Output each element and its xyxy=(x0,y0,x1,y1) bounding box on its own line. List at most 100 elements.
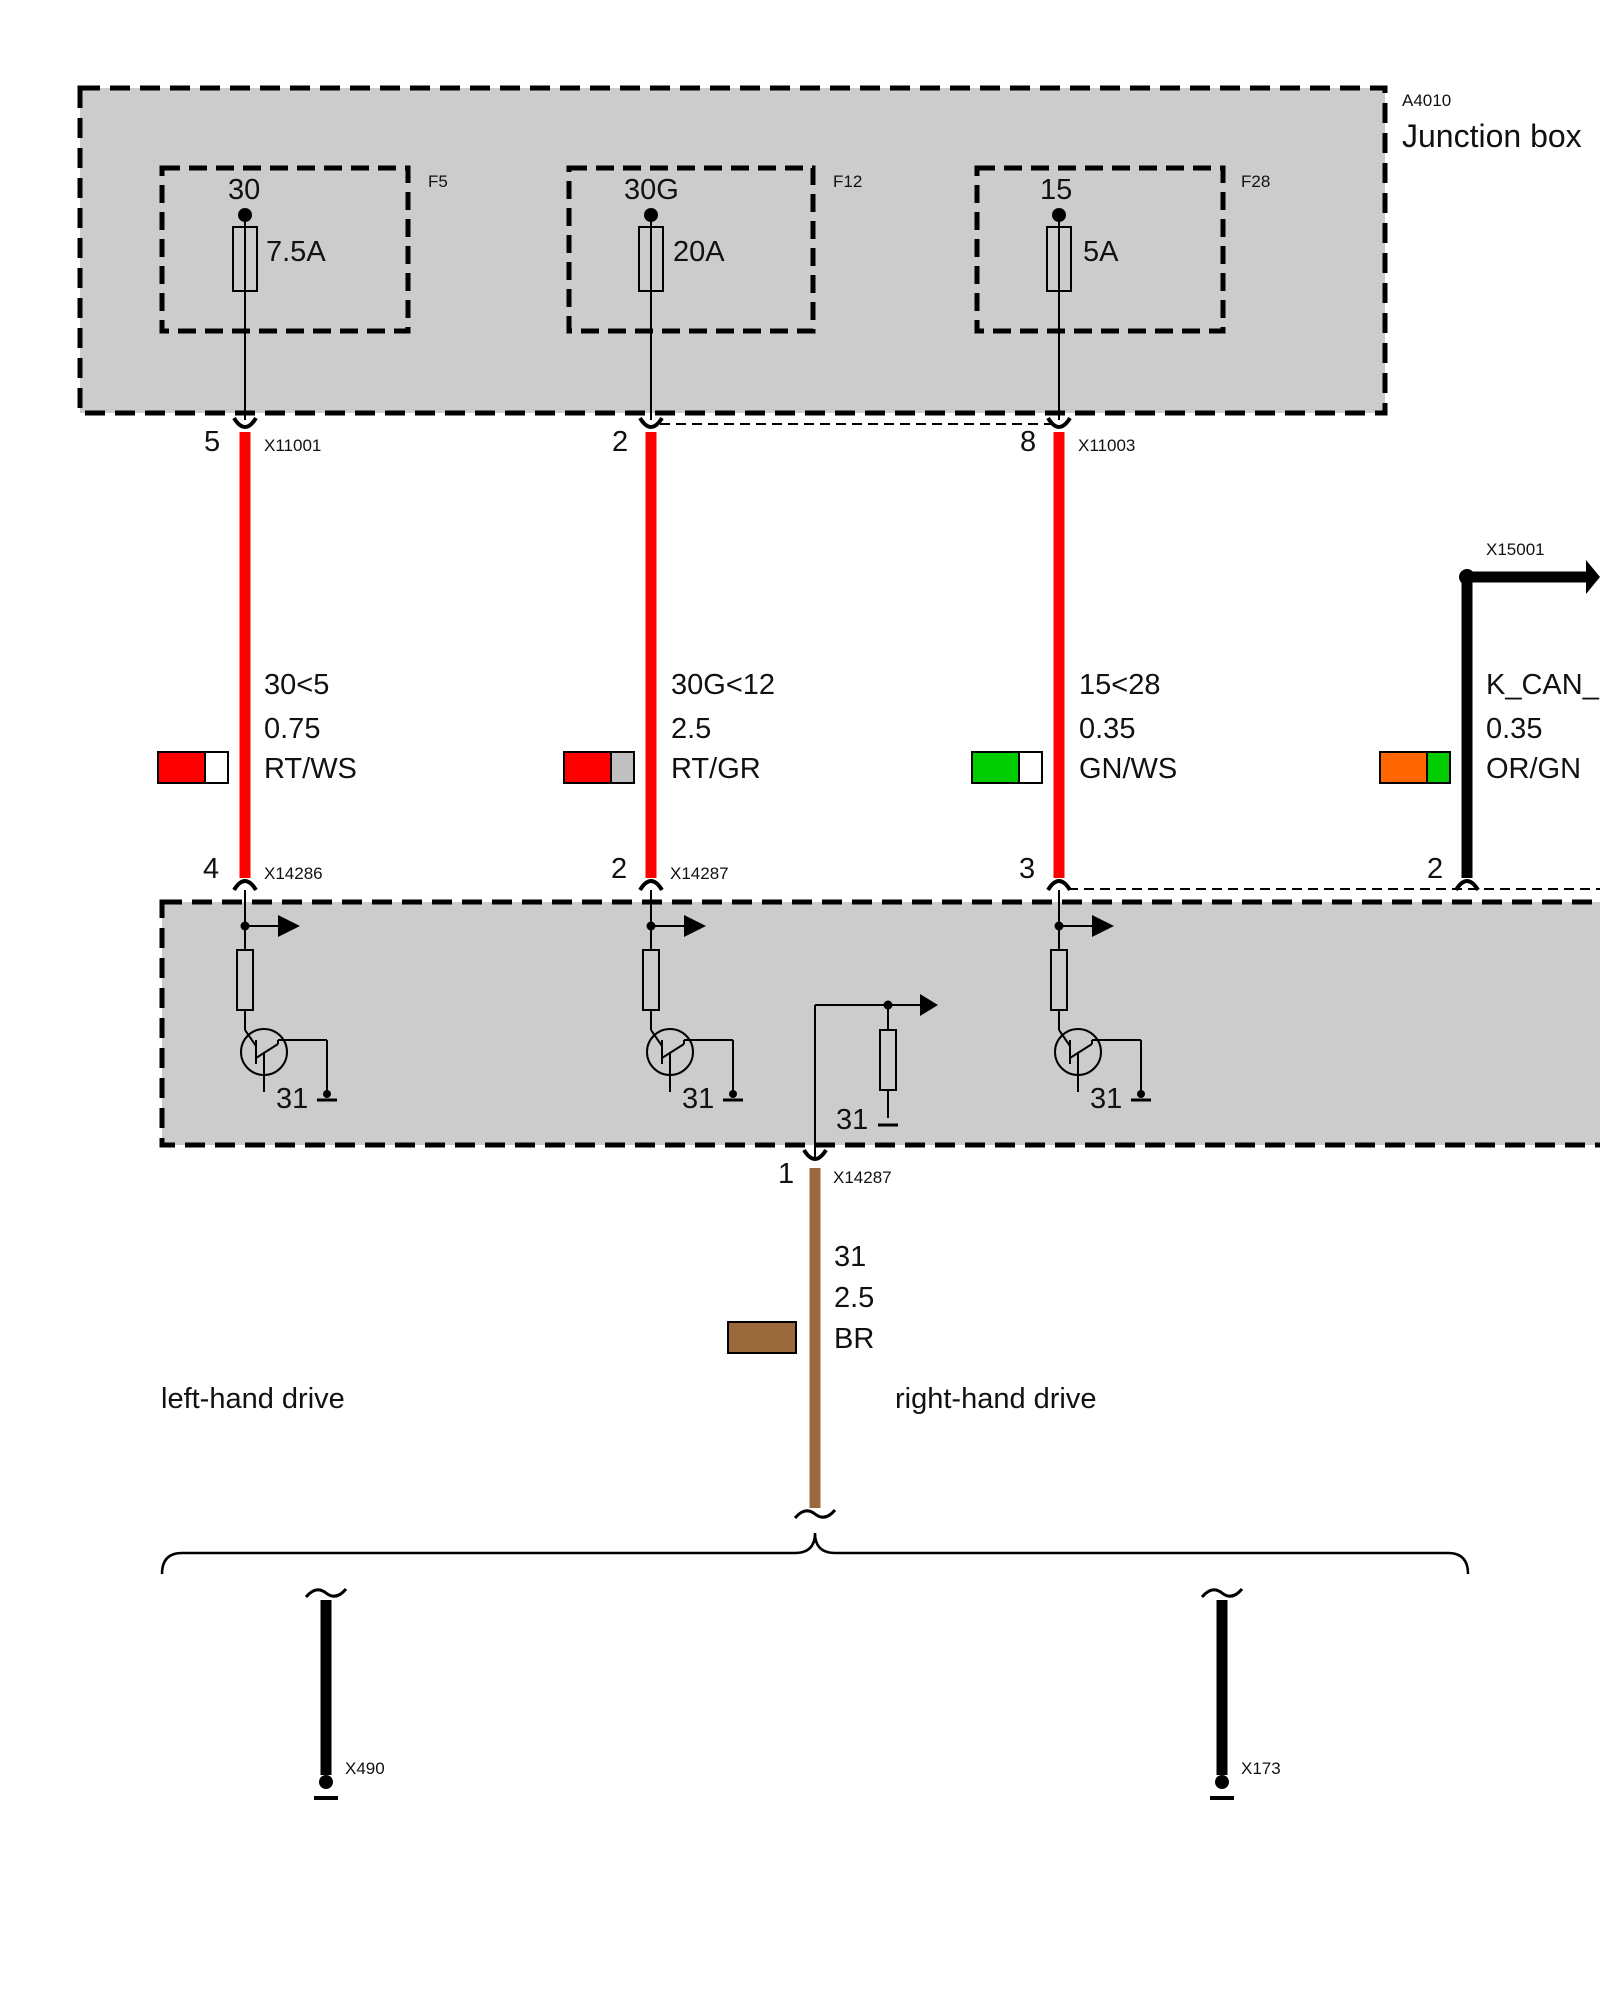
connector-pin: 2 xyxy=(1427,853,1443,885)
wire-gauge: 0.35 xyxy=(1486,713,1542,745)
fuse-f28-outline xyxy=(974,165,1226,334)
wire-signal: 31 xyxy=(834,1241,866,1273)
fuse-f12-terminal: 30G xyxy=(624,174,679,206)
connector-pin: 1 xyxy=(778,1158,794,1190)
connector-symbol xyxy=(1454,879,1480,892)
wire-swatch-primary xyxy=(971,751,1020,784)
module-ground-label-3: 31 xyxy=(1090,1083,1122,1115)
junction-box-name: Junction box xyxy=(1402,118,1582,154)
fuse-f28-terminal: 15 xyxy=(1040,174,1072,206)
wire-color-code: RT/WS xyxy=(264,753,357,785)
input-stage-1 xyxy=(236,890,337,1102)
wire-label-30g-12: 30G<12 2.5 RT/GR xyxy=(563,669,775,785)
wire-break-symbol xyxy=(793,1509,837,1519)
fuse-f28-ref: F28 xyxy=(1241,172,1270,191)
connector-symbol xyxy=(1046,879,1072,892)
connector-ref: X11003 xyxy=(1078,436,1135,455)
wire-signal: 30<5 xyxy=(264,669,329,701)
wire-swatch-secondary xyxy=(1426,751,1451,784)
ground-supply-stage xyxy=(814,994,938,1160)
fuse-f5-terminal: 30 xyxy=(228,174,260,206)
ground-node xyxy=(729,1090,737,1098)
junction-box-outline xyxy=(77,85,1388,416)
connector-ref: X11001 xyxy=(264,436,321,455)
connector-pin: 5 xyxy=(204,426,220,458)
ground-point-dot xyxy=(319,1775,333,1789)
wire-swatch-primary xyxy=(1379,751,1428,784)
upper-connector-pin2: 2 xyxy=(612,416,664,458)
fuse-f12-rating: 20A xyxy=(673,236,725,268)
wire-swatch xyxy=(727,1321,797,1354)
lower-connector-pin3: 3 xyxy=(1019,853,1072,892)
variant-right-label: right-hand drive xyxy=(895,1383,1097,1415)
can-connector-x15001: X15001 xyxy=(1459,540,1600,594)
fuse-f12-ref: F12 xyxy=(833,172,862,191)
connector-symbol xyxy=(638,416,664,429)
can-connector-ref: X15001 xyxy=(1486,540,1545,559)
module-ground-label-4: 31 xyxy=(836,1104,868,1136)
ground-node xyxy=(1137,1090,1145,1098)
connector-symbol xyxy=(232,879,258,892)
wire-label-k-can: K_CAN_ 0.35 OR/GN xyxy=(1379,669,1600,785)
wire-color-code: BR xyxy=(834,1323,874,1355)
connector-ref: X14287 xyxy=(670,864,729,883)
wire-label-30-5: 30<5 0.75 RT/WS xyxy=(157,669,357,785)
wire-break-symbol xyxy=(304,1588,348,1598)
fuse-f5-outline xyxy=(159,165,411,334)
wire-gauge: 2.5 xyxy=(671,713,711,745)
junction-box-id: A4010 xyxy=(1402,91,1451,110)
ground-point-x490: X490 xyxy=(304,1588,385,1800)
wire-color-code: GN/WS xyxy=(1079,753,1177,785)
wire-gauge: 0.75 xyxy=(264,713,320,745)
variant-left-label: left-hand drive xyxy=(161,1383,345,1415)
ground-node xyxy=(883,1000,893,1010)
connector-pin: 2 xyxy=(612,426,628,458)
connector-symbol xyxy=(802,1148,828,1161)
junction-box: A4010 Junction box xyxy=(77,85,1582,416)
fuse-f28-rating: 5A xyxy=(1083,236,1119,268)
ground-point-ref: X173 xyxy=(1241,1759,1281,1778)
wire-swatch-secondary xyxy=(610,751,635,784)
wire-color-code: OR/GN xyxy=(1486,753,1581,785)
connector-pin: 8 xyxy=(1020,426,1036,458)
wire-gauge: 0.35 xyxy=(1079,713,1135,745)
ground-point-dot xyxy=(1215,1775,1229,1789)
connector-symbol xyxy=(232,416,258,429)
wire-swatch-primary xyxy=(157,751,206,784)
ground-wire-label: 31 2.5 BR xyxy=(727,1241,874,1355)
fuse-f5-rating: 7.5A xyxy=(266,236,326,268)
fuse-f12: F12 30G 20A xyxy=(566,165,862,420)
ground-node xyxy=(323,1090,331,1098)
can-arrow xyxy=(1586,560,1600,594)
wire-gauge: 2.5 xyxy=(834,1282,874,1314)
wire-break-symbol xyxy=(1200,1588,1244,1598)
input-stage-2 xyxy=(642,890,743,1102)
lower-connector-can: 2 xyxy=(1427,853,1480,892)
module-ground-label-2: 31 xyxy=(682,1083,714,1115)
module-outline xyxy=(159,899,1600,1148)
lower-connector-x14286: 4 X14286 xyxy=(203,853,323,892)
ground-point-x173: X173 xyxy=(1200,1588,1281,1800)
variant-brace xyxy=(160,1532,1470,1575)
wire-signal: K_CAN_ xyxy=(1486,669,1600,701)
fuse-f12-outline xyxy=(566,165,816,334)
module-ground-label-1: 31 xyxy=(276,1083,308,1115)
wire-swatch-secondary xyxy=(204,751,229,784)
wire-signal: 30G<12 xyxy=(671,669,775,701)
wire-signal: 15<28 xyxy=(1079,669,1160,701)
lower-connector-x14287: 2 X14287 xyxy=(611,853,729,892)
connector-symbol xyxy=(1046,416,1072,429)
ground-point-ref: X490 xyxy=(345,1759,385,1778)
connector-symbol xyxy=(638,879,664,892)
ground-connector-x14287: 1 X14287 xyxy=(778,1148,892,1190)
connector-pin: 4 xyxy=(203,853,219,885)
wire-swatch-secondary xyxy=(1018,751,1043,784)
fuse-f5: F5 30 7.5A xyxy=(159,165,448,420)
upper-connector-x11001: 5 X11001 xyxy=(204,416,321,458)
input-stage-3 xyxy=(1050,890,1151,1102)
connector-ref: X14286 xyxy=(264,864,323,883)
fuse-f5-ref: F5 xyxy=(428,172,448,191)
connector-ref: X14287 xyxy=(833,1168,892,1187)
fuse-f28: F28 15 5A xyxy=(974,165,1270,420)
